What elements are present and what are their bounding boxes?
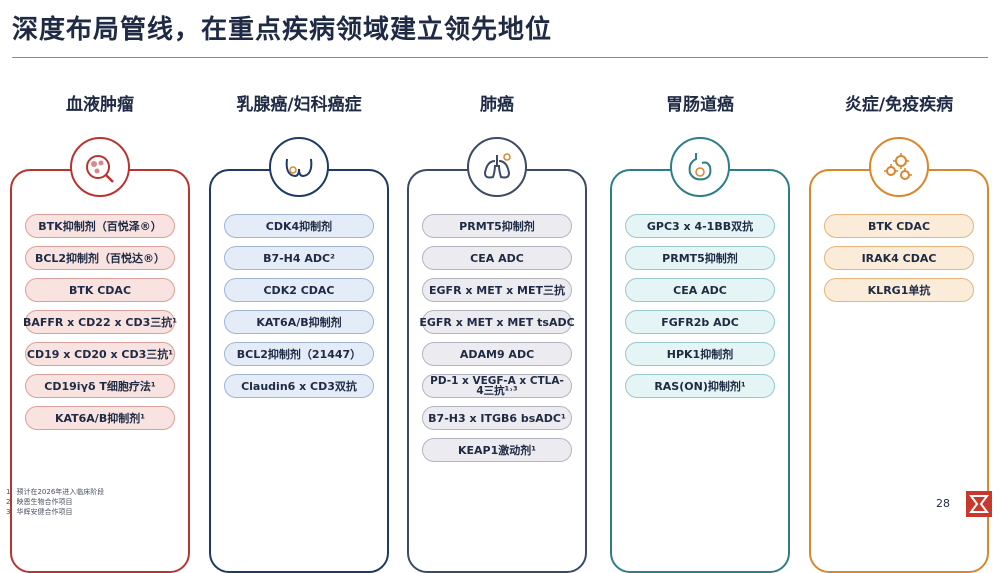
footnote: 3 华辉安健合作项目 (6, 507, 104, 517)
pipeline-item: CEA ADC (422, 246, 572, 270)
pipeline-item: FGFR2b ADC (625, 310, 775, 334)
footnote: 1 预计在2026年进入临床阶段 (6, 487, 104, 497)
pipeline-list: BTK CDAC IRAK4 CDAC KLRG1单抗 (824, 214, 974, 310)
pipeline-item: CD19 x CD20 x CD3三抗¹ (25, 342, 175, 366)
pipeline-item: KLRG1单抗 (824, 278, 974, 302)
pipeline-item: KEAP1激动剂¹ (422, 438, 572, 462)
pipeline-item: BCL2抑制剂（21447） (224, 342, 374, 366)
pipeline-item: BTK CDAC (25, 278, 175, 302)
pipeline-item: BTK CDAC (824, 214, 974, 238)
pipeline-item: CDK2 CDAC (224, 278, 374, 302)
column-title: 炎症/免疫疾病 (844, 95, 954, 115)
pipeline-item: Claudin6 x CD3双抗 (224, 374, 374, 398)
pipeline-item: ADAM9 ADC (422, 342, 572, 366)
pipeline-item: BAFFR x CD22 x CD3三抗¹ (23, 310, 177, 334)
pipeline-item: RAS(ON)抑制剂¹ (625, 374, 775, 398)
footnote-mark: 3 (6, 508, 11, 516)
title-divider (12, 57, 988, 58)
footnote-mark: 2 (6, 498, 11, 506)
footnote-text: 映恩生物合作项目 (16, 498, 73, 506)
pipeline-item: BCL2抑制剂（百悦达®） (25, 246, 175, 270)
pipeline-list: GPC3 x 4-1BB双抗 PRMT5抑制剂 CEA ADC FGFR2b A… (625, 214, 775, 406)
pipeline-item: KAT6A/B抑制剂¹ (25, 406, 175, 430)
pipeline-item: B7-H4 ADC² (224, 246, 374, 270)
page-number: 28 (936, 497, 950, 510)
lungs-icon (467, 137, 527, 197)
breast-icon (269, 137, 329, 197)
column-title: 血液肿瘤 (66, 95, 134, 115)
pipeline-list: CDK4抑制剂 B7-H4 ADC² CDK2 CDAC KAT6A/B抑制剂 … (224, 214, 374, 406)
pipeline-list: PRMT5抑制剂 CEA ADC EGFR x MET x MET三抗 EGFR… (419, 214, 575, 470)
footnote-mark: 1 (6, 488, 11, 496)
footnote: 2 映恩生物合作项目 (6, 497, 104, 507)
footnotes: 1 预计在2026年进入临床阶段 2 映恩生物合作项目 3 华辉安健合作项目 (6, 487, 104, 517)
pipeline-item: EGFR x MET x MET三抗 (422, 278, 572, 302)
column-title: 乳腺癌/妇科癌症 (236, 95, 362, 115)
column-title: 肺癌 (480, 95, 514, 115)
stomach-icon (670, 137, 730, 197)
blood-cell-icon (70, 137, 130, 197)
pipeline-list: BTK抑制剂（百悦泽®） BCL2抑制剂（百悦达®） BTK CDAC BAFF… (23, 214, 177, 438)
company-logo-icon (966, 491, 992, 517)
pipeline-item: CEA ADC (625, 278, 775, 302)
pipeline-item: B7-H3 x ITGB6 bsADC¹ (422, 406, 572, 430)
pipeline-item: CDK4抑制剂 (224, 214, 374, 238)
pipeline-item: IRAK4 CDAC (824, 246, 974, 270)
pipeline-item: GPC3 x 4-1BB双抗 (625, 214, 775, 238)
pipeline-item: PRMT5抑制剂 (422, 214, 572, 238)
pipeline-item: BTK抑制剂（百悦泽®） (25, 214, 175, 238)
footnote-text: 华辉安健合作项目 (16, 508, 73, 516)
virus-icon (869, 137, 929, 197)
pipeline-item: EGFR x MET x MET tsADC (419, 310, 575, 334)
pipeline-item: PRMT5抑制剂 (625, 246, 775, 270)
pipeline-item: KAT6A/B抑制剂 (224, 310, 374, 334)
pipeline-item: CD19iγδ T细胞疗法¹ (25, 374, 175, 398)
footnote-text: 预计在2026年进入临床阶段 (16, 488, 105, 496)
column-title: 胃肠道癌 (666, 95, 734, 115)
page-title: 深度布局管线，在重点疾病领域建立领先地位 (12, 15, 553, 45)
pipeline-item: HPK1抑制剂 (625, 342, 775, 366)
pipeline-item: PD-1 x VEGF-A x CTLA-4三抗¹˒³ (422, 374, 572, 398)
